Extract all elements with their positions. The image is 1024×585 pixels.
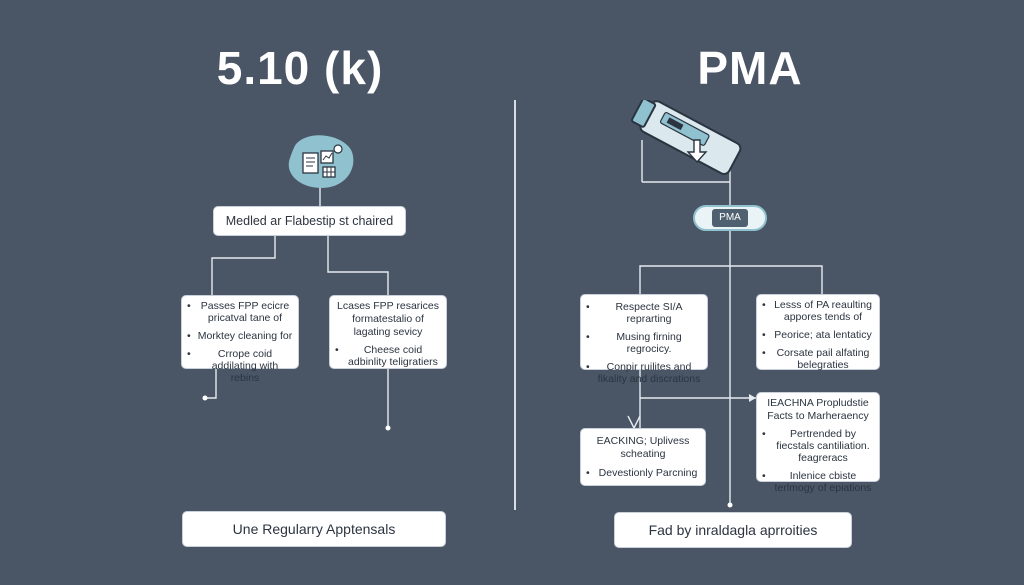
box-header: EACKING; Uplivess scheating: [596, 435, 690, 460]
connector-dot: [202, 395, 208, 401]
connector-line: [327, 236, 389, 295]
right-box-c: EACKING; Uplivess scheating Devestionly …: [580, 428, 706, 486]
right-box-b: Lesss of PA reaulting appores tends of P…: [756, 294, 880, 371]
arrow-head: [627, 415, 641, 430]
pma-pill: PMA: [693, 205, 767, 231]
list-item: Musing firning regrocicy.: [585, 331, 703, 355]
list-item: Peorice; ata lentaticy: [761, 329, 875, 341]
list-item: Inlenice cbiste terlmogy of epiations: [761, 470, 875, 494]
box-header: Lcases FPP resarices formatestalio of la…: [337, 300, 439, 338]
usb-drive-icon: [630, 100, 742, 175]
right-title: PMA: [697, 42, 803, 94]
box-header: IEACHNA Propludstie Facts to Marheraency: [767, 397, 869, 422]
right-box-a: Respecte SI/A reprarting Musing firning …: [580, 294, 708, 385]
pill-label: PMA: [712, 209, 748, 227]
list-item: Devestionly Parcning: [585, 467, 701, 479]
list-item: Conpir ruilites and fikality and discrat…: [585, 361, 703, 385]
left-box-b: Lcases FPP resarices formatestalio of la…: [329, 295, 447, 369]
left-title: 5.10 (k): [216, 42, 384, 94]
connector-line: [211, 236, 276, 295]
list-item: Pertrended by fiecstals cantiliation. fe…: [761, 428, 875, 464]
left-top-box: Medled ar Flabestip st chaired: [213, 206, 406, 236]
center-divider: [514, 100, 516, 510]
right-box-d: IEACHNA Propludstie Facts to Marheraency…: [756, 392, 880, 494]
connector-line: [639, 265, 823, 294]
list-item: Lesss of PA reaulting appores tends of: [761, 299, 875, 323]
left-bottom-box: Une Regularry Apptensals: [182, 511, 446, 547]
connector-dot: [727, 502, 733, 508]
list-item: Morktey cleaning for: [186, 330, 294, 342]
list-item: Cheese coid adbinlity teligratiers: [334, 344, 442, 368]
list-item: Crrope coid addilating with rebins: [186, 348, 294, 384]
list-item: Passes FPP ecicre pricatval tane of: [186, 300, 294, 324]
arrow-head: [749, 394, 756, 402]
connector-dot: [385, 425, 391, 431]
left-box-a: Passes FPP ecicre pricatval tane of Mork…: [181, 295, 299, 384]
list-item: Corsate pail alfating belegraties: [761, 347, 875, 371]
right-bottom-box: Fad by inraldagla aprroities: [614, 512, 852, 548]
list-item: Respecte SI/A reprarting: [585, 301, 703, 325]
document-chart-icon: [288, 135, 354, 188]
